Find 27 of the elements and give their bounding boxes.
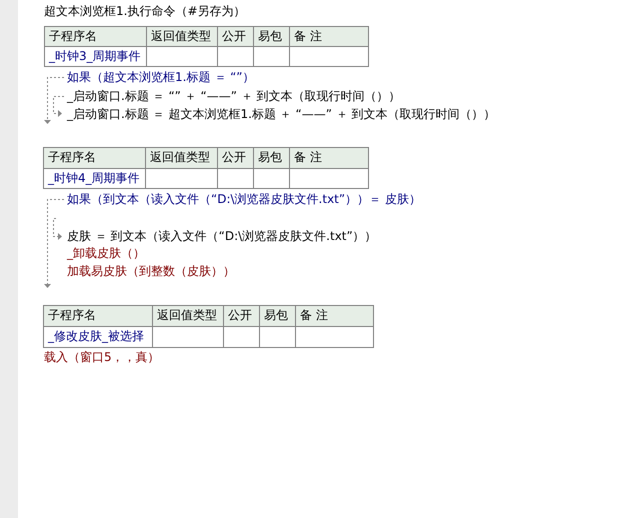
table-cell: _时钟4_周期事件 xyxy=(43,168,146,189)
header-cell: 备 注 xyxy=(289,26,369,47)
code-line: 载入（窗口5，，真） xyxy=(44,349,160,365)
code-line: _启动窗口.标题 ＝ 超文本浏览框1.标题 ＋ “——” ＋ 到文本（取现行时间（）） xyxy=(67,106,496,122)
header-cell: 公开 xyxy=(217,26,254,47)
table-cell: _修改皮肤_被选择 xyxy=(43,326,153,348)
header-cell: 返回值类型 xyxy=(152,305,224,327)
header-cell: 子程序名 xyxy=(43,305,153,327)
code-line: 加载易皮肤（到整数（皮肤）） xyxy=(67,263,235,279)
code-line: 如果（超文本浏览框1.标题 ＝ “”） xyxy=(67,69,255,85)
header-cell: 公开 xyxy=(217,147,254,169)
header-cell: 子程序名 xyxy=(44,26,147,47)
code-line: 超文本浏览框1.执行命令（#另存为） xyxy=(44,3,246,19)
code-line: 皮肤 ＝ 到文本（读入文件（“D:\浏览器皮肤文件.txt”）） xyxy=(67,228,377,244)
code-line: 如果（到文本（读入文件（“D:\浏览器皮肤文件.txt”））＝ 皮肤） xyxy=(67,191,421,207)
header-cell: 易包 xyxy=(253,147,290,169)
header-cell: 易包 xyxy=(259,305,296,327)
header-cell: 易包 xyxy=(253,26,290,47)
header-cell: 备 注 xyxy=(295,305,374,327)
header-cell: 返回值类型 xyxy=(146,26,218,47)
header-cell: 公开 xyxy=(223,305,260,327)
code-line: _启动窗口.标题 ＝ “” ＋ “——” ＋ 到文本（取现行时间（）） xyxy=(67,88,401,104)
code-line: _卸载皮肤（） xyxy=(67,245,145,261)
header-cell: 子程序名 xyxy=(43,147,146,169)
header-cell: 备 注 xyxy=(289,147,369,169)
table-cell: _时钟3_周期事件 xyxy=(44,46,147,67)
header-cell: 返回值类型 xyxy=(145,147,218,169)
